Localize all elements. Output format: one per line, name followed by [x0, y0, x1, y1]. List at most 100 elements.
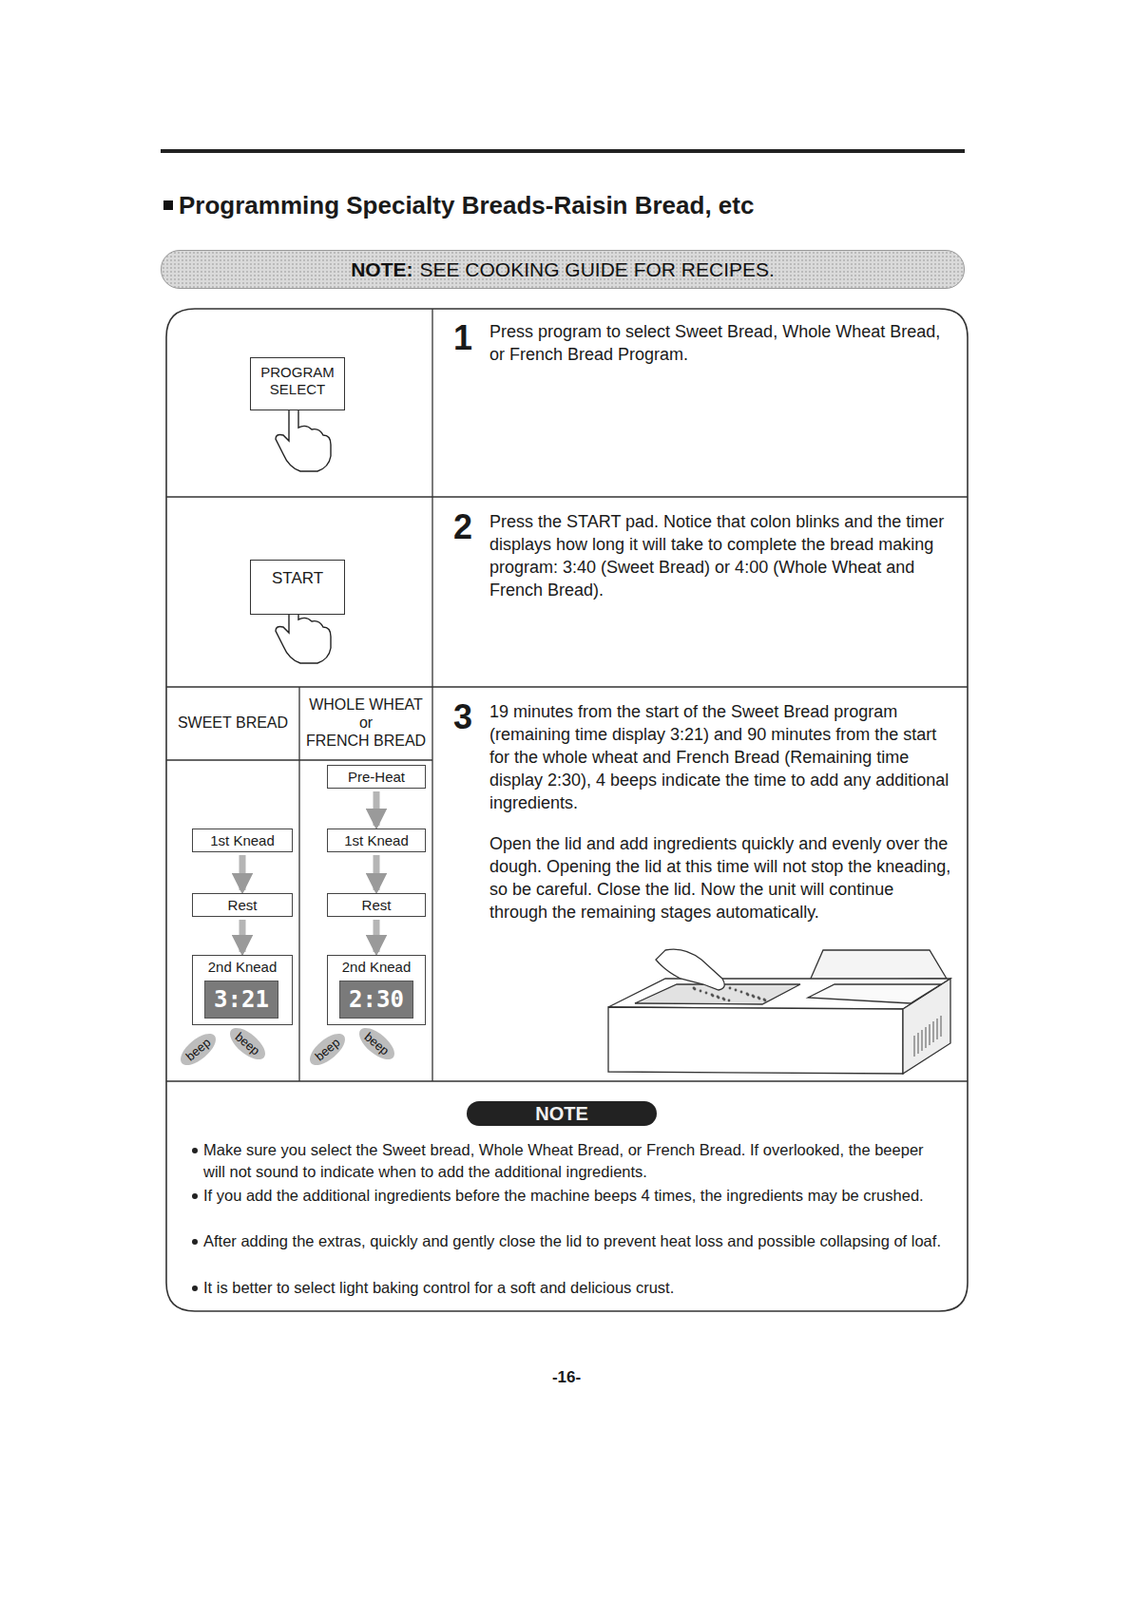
vent-slot	[937, 1018, 939, 1040]
box-label: PROGRAM SELECT	[254, 364, 341, 399]
ingredient-dot	[764, 999, 768, 1003]
label-text: Open the lid and add ingredients quickly…	[489, 834, 951, 922]
flow-arrow	[373, 791, 381, 826]
label-text: 1	[453, 318, 473, 358]
table-rule	[166, 686, 968, 688]
control-panel	[807, 984, 941, 1004]
step-number: 1	[453, 321, 482, 356]
timer-display: 2:30	[339, 980, 414, 1019]
box-label: NOTE	[466, 1101, 657, 1127]
label-text: FRENCH BREAD	[306, 732, 426, 749]
ingredient-dot	[723, 998, 727, 1002]
flow-arrow	[239, 855, 247, 891]
note-heading: NOTE:	[350, 258, 413, 282]
table-rule	[166, 759, 433, 761]
label-text: beep	[183, 1035, 214, 1064]
box-label: 1st Knead	[194, 832, 290, 849]
ingredient-dot	[752, 996, 756, 999]
beep-callout: beep	[305, 1028, 351, 1072]
beep-callout: beep	[354, 1022, 401, 1066]
note-item: After adding the extras, quickly and gen…	[190, 1230, 941, 1253]
step-text: Press program to select Sweet Bread, Who…	[489, 320, 956, 366]
beep-callout: beep	[175, 1028, 222, 1072]
flow-arrow	[373, 855, 381, 891]
flow-arrow	[373, 920, 381, 953]
stage-box: Rest	[191, 893, 293, 918]
table-rule	[431, 308, 433, 1082]
label-text: 2	[453, 507, 473, 547]
label-text: beep	[312, 1035, 344, 1064]
ingredient-dot	[734, 989, 738, 993]
ingredient-dots	[692, 987, 768, 1003]
bullet-dot	[191, 1193, 198, 1200]
step-text: 19 minutes from the start of the Sweet B…	[489, 700, 956, 815]
box-label: Pre-Heat	[329, 768, 423, 786]
ingredient-dot	[740, 991, 744, 995]
box-label: Rest	[194, 897, 290, 914]
bullet-dot	[191, 1285, 198, 1292]
vent-slot	[929, 1024, 931, 1046]
box-label: 1st Knead	[329, 832, 423, 849]
vent-slot	[918, 1033, 920, 1055]
ingredient-dot	[710, 994, 714, 998]
pressing-hand	[275, 403, 331, 472]
box-label: 2nd Knead	[194, 959, 290, 976]
ingredient-dot	[717, 997, 721, 1000]
note-item: It is better to select light baking cont…	[190, 1277, 941, 1300]
ingredient-dot	[692, 987, 696, 991]
label-text: SWEET BREAD	[177, 714, 288, 731]
ingredient-dot	[728, 999, 731, 1003]
note-item: Make sure you select the Sweet bread, Wh…	[190, 1139, 941, 1184]
stage-box: Pre-Heat	[326, 765, 426, 789]
ingredient-dot	[746, 993, 749, 997]
note-band: NOTE:SEE COOKING GUIDE FOR RECIPES.	[160, 249, 965, 289]
page-number: -16-	[537, 1368, 595, 1388]
bread-maker-illustration	[608, 949, 951, 1075]
stage-box: 2nd Knead 3:21	[191, 955, 293, 1026]
pressing-hand	[275, 403, 331, 472]
table-rule	[298, 687, 300, 1082]
table-rule	[166, 1080, 968, 1082]
timer-display: 3:21	[204, 980, 279, 1019]
stage-box: 2nd Knead 2:30	[326, 955, 426, 1026]
vent-slot	[940, 1016, 942, 1037]
table-rule	[166, 496, 968, 498]
note-badge: NOTE	[466, 1101, 657, 1127]
step-number: 2	[453, 510, 482, 545]
box-label: 3:21	[205, 981, 278, 1018]
button-pad: START	[249, 559, 346, 615]
label-text: beep	[362, 1029, 393, 1058]
page-title: Programming Specialty Breads-Raisin Brea…	[178, 191, 754, 221]
label-text: -16-	[552, 1368, 581, 1387]
ingredient-dot	[722, 997, 726, 1001]
vent-slot	[921, 1030, 923, 1052]
button-pad: PROGRAM SELECT	[249, 357, 346, 411]
flow-arrow	[239, 920, 247, 953]
label-text: Press the START pad. Notice that colon b…	[489, 512, 944, 600]
ingredient-dot	[747, 994, 750, 998]
label-text: 3	[453, 697, 473, 737]
label-text: It is better to select light baking cont…	[203, 1279, 674, 1297]
open-lid	[809, 950, 947, 981]
label-text: Press program to select Sweet Bread, Who…	[489, 322, 941, 365]
ingredient-dot	[693, 988, 697, 992]
hand	[655, 949, 725, 991]
ingredient-dot	[699, 990, 703, 994]
label-text: beep	[232, 1029, 264, 1058]
bullet-dot	[191, 1148, 198, 1154]
machine-top	[608, 978, 951, 1010]
ingredient-dot	[716, 996, 720, 999]
column-header: WHOLE WHEAT	[302, 696, 430, 714]
top-rule	[160, 149, 965, 154]
box-label: START	[254, 569, 341, 589]
title-bullet	[163, 200, 173, 211]
ingredient-dot	[757, 997, 761, 1000]
label-text: If you add the additional ingredients be…	[203, 1187, 924, 1205]
column-header: or	[302, 714, 430, 732]
vent-slot	[914, 1036, 916, 1057]
label-text: After adding the extras, quickly and gen…	[203, 1232, 941, 1250]
table-frame	[166, 308, 968, 1312]
box-label: 2nd Knead	[329, 959, 423, 976]
stage-box: Rest	[326, 893, 426, 918]
